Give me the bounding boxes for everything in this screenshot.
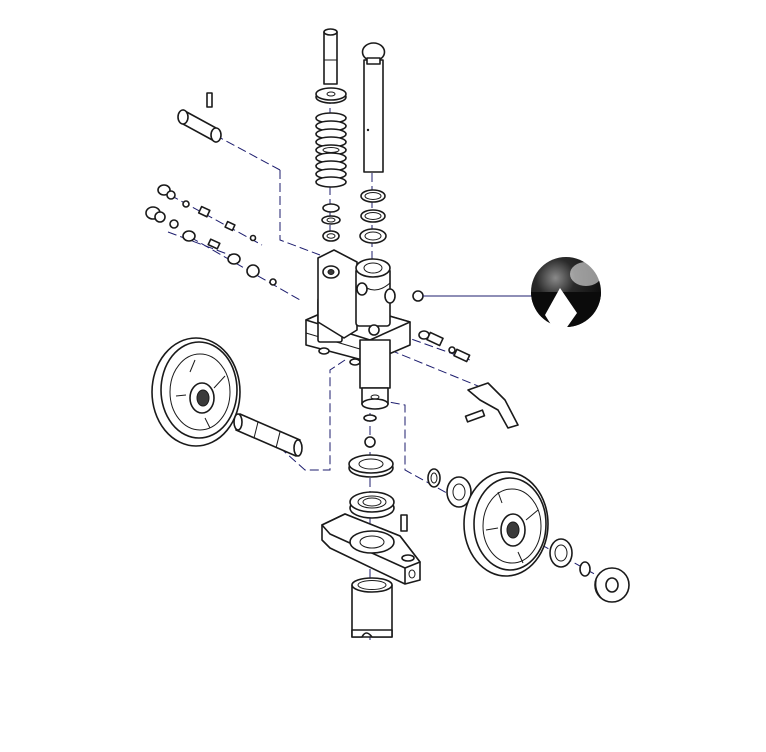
pump-body [305, 249, 411, 410]
spring-retainer-cap [315, 87, 347, 104]
rod-seal-set [359, 189, 387, 244]
return-spring [315, 112, 347, 188]
hub-cap [594, 567, 630, 603]
check-valve-ball [412, 290, 532, 302]
steering-yoke [321, 513, 421, 585]
wheel-axle [233, 413, 303, 457]
release-lever [464, 382, 519, 429]
plunger-seals [321, 203, 341, 242]
relief-valve-assembly-left [145, 184, 277, 286]
piston-rod [361, 42, 386, 173]
cross-pin [177, 92, 222, 143]
steering-wheel-left [151, 337, 241, 447]
bearing-washer-small [363, 414, 377, 448]
steering-wheel-right [463, 471, 549, 577]
wheel-bearing [427, 468, 591, 577]
thrust-bearing-lower [349, 491, 395, 519]
thrust-bearing-upper [348, 454, 394, 478]
check-valve-ball-detail-icon [531, 257, 602, 331]
relief-valve-assembly [418, 330, 471, 363]
yoke-tube [351, 577, 393, 638]
pump-plunger [323, 28, 338, 85]
